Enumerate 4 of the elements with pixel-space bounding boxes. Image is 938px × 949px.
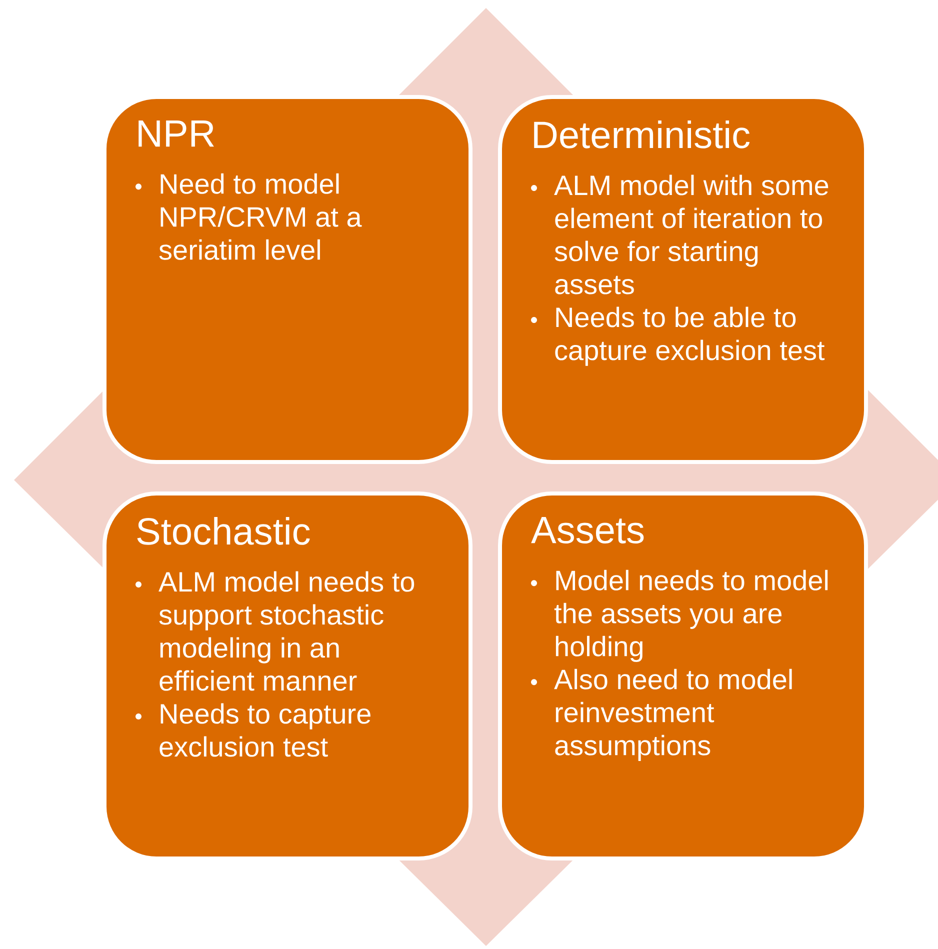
topic-box: Deterministic ALM model with some element of iteration to solve for starting assets Needs to be able to capture exclusion test — [498, 95, 868, 464]
topic-box: Stochastic ALM model needs to support stochastic modeling in an efficient manner Needs to capture exclusion test — [102, 492, 472, 860]
topic-box: NPR Need to model NPR/CRVM at a seriatim level — [102, 95, 472, 464]
topic-box: Assets Model needs to model the assets you are holding Also need to model reinvestment assumptions — [498, 492, 868, 860]
